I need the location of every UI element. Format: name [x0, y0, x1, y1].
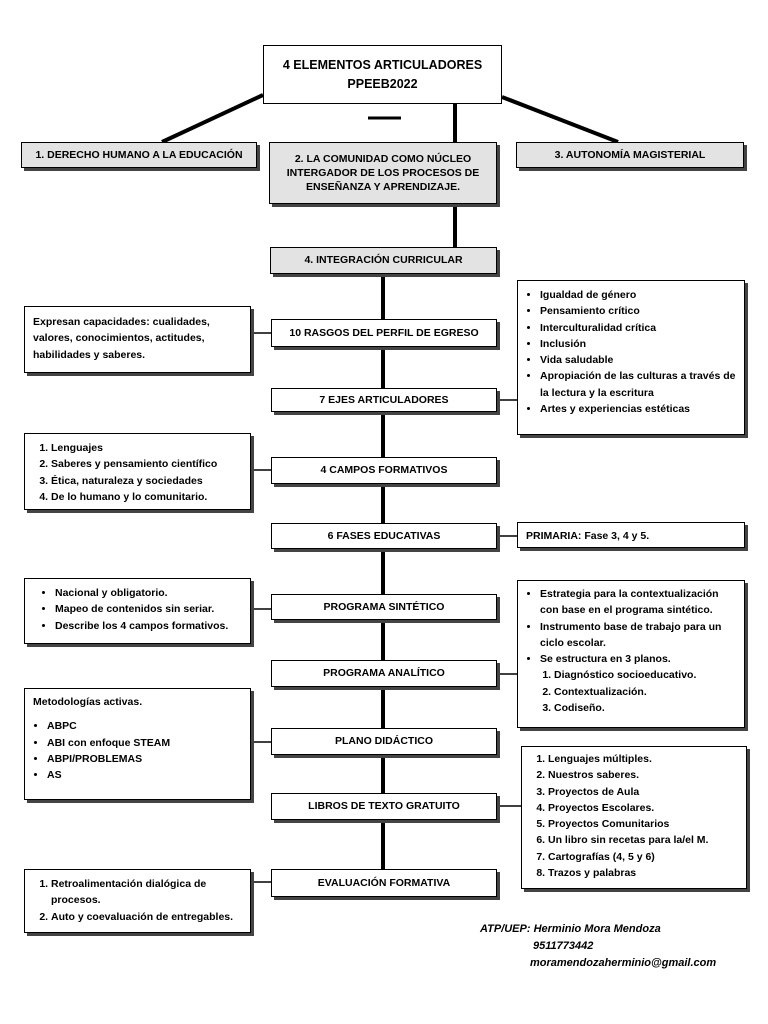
- element-integracion-label: 4. INTEGRACIÓN CURRICULAR: [304, 254, 463, 267]
- list-item: Auto y coevaluación de entregables.: [51, 909, 242, 925]
- list-item: Mapeo de contenidos sin seriar.: [55, 601, 242, 617]
- element-derecho-humano-label: 1. DERECHO HUMANO A LA EDUCACIÓN: [35, 148, 243, 161]
- spine-campos-formativos-label: 4 CAMPOS FORMATIVOS: [320, 464, 448, 477]
- element-autonomia: 3. AUTONOMÍA MAGISTERIAL: [516, 142, 744, 168]
- list-item: ABPI/PROBLEMAS: [47, 751, 242, 767]
- element-derecho-humano: 1. DERECHO HUMANO A LA EDUCACIÓN: [21, 142, 257, 168]
- list-item: Vida saludable: [540, 352, 736, 368]
- list-item: Interculturalidad crítica: [540, 320, 736, 336]
- spine-fases-educativas: 6 FASES EDUCATIVAS: [271, 523, 497, 549]
- spine-libros-texto: LIBROS DE TEXTO GRATUITO: [271, 793, 497, 820]
- note-fases-text: PRIMARIA: Fase 3, 4 y 5.: [526, 530, 650, 542]
- list-item: De lo humano y lo comunitario.: [51, 489, 242, 505]
- spine-rasgos-perfil-label: 10 RASGOS DEL PERFIL DE EGRESO: [289, 326, 479, 339]
- element-comunidad: 2. LA COMUNIDAD COMO NÚCLEO INTERGADOR D…: [269, 142, 497, 204]
- note-ejes: Igualdad de género Pensamiento crítico I…: [517, 280, 745, 435]
- note-analitico-planos: Diagnóstico socioeducativo. Contextualiz…: [526, 667, 736, 716]
- author-name: ATP/UEP: Herminio Mora Mendoza: [480, 923, 661, 935]
- note-ejes-list: Igualdad de género Pensamiento crítico I…: [526, 287, 736, 417]
- note-rasgos: Expresan capacidades: cualidades, valore…: [24, 306, 251, 373]
- spine-rasgos-perfil: 10 RASGOS DEL PERFIL DE EGRESO: [271, 319, 497, 347]
- spine-ejes-articuladores: 7 EJES ARTICULADORES: [271, 388, 497, 412]
- list-item: Contextualización.: [554, 684, 736, 700]
- list-item: Proyectos Escolares.: [548, 800, 738, 816]
- list-item: Ética, naturaleza y sociedades: [51, 473, 242, 489]
- note-sintetico: Nacional y obligatorio. Mapeo de conteni…: [24, 578, 251, 644]
- note-metodologias-heading: Metodologías activas.: [33, 696, 143, 708]
- list-item: Lenguajes: [51, 440, 242, 456]
- list-item: Cartografías (4, 5 y 6): [548, 849, 738, 865]
- element-autonomia-label: 3. AUTONOMÍA MAGISTERIAL: [554, 148, 706, 161]
- note-rasgos-text: Expresan capacidades: cualidades, valore…: [33, 316, 210, 361]
- note-fases: PRIMARIA: Fase 3, 4 y 5.: [517, 522, 745, 548]
- note-metodologias-list: ABPC ABI con enfoque STEAM ABPI/PROBLEMA…: [33, 718, 242, 783]
- list-item: AS: [47, 767, 242, 783]
- spine-campos-formativos: 4 CAMPOS FORMATIVOS: [271, 457, 497, 484]
- spine-programa-analitico: PROGRAMA ANALÍTICO: [271, 660, 497, 687]
- spine-plano-didactico-label: PLANO DIDÁCTICO: [335, 735, 433, 748]
- note-libros-list: Lenguajes múltiples. Nuestros saberes. P…: [530, 751, 738, 881]
- author-phone: 9511773442: [533, 940, 594, 953]
- list-item: Nuestros saberes.: [548, 767, 738, 783]
- list-item: Lenguajes múltiples.: [548, 751, 738, 767]
- note-evaluacion: Retroalimentación dialógica de procesos.…: [24, 869, 251, 933]
- list-item: Trazos y palabras: [548, 865, 738, 881]
- spine-programa-sintetico: PROGRAMA SINTÉTICO: [271, 594, 497, 620]
- spine-libros-texto-label: LIBROS DE TEXTO GRATUITO: [308, 800, 460, 813]
- element-comunidad-label: 2. LA COMUNIDAD COMO NÚCLEO INTERGADOR D…: [286, 152, 480, 194]
- list-item: Diagnóstico socioeducativo.: [554, 667, 736, 683]
- note-evaluacion-list: Retroalimentación dialógica de procesos.…: [33, 876, 242, 925]
- list-item: Instrumento base de trabajo para un cicl…: [540, 619, 736, 652]
- list-item: Se estructura en 3 planos.: [540, 651, 736, 667]
- note-analitico-list: Estrategia para la contextualización con…: [526, 586, 736, 667]
- spine-evaluacion-formativa: EVALUACIÓN FORMATIVA: [271, 869, 497, 897]
- spine-fases-educativas-label: 6 FASES EDUCATIVAS: [327, 529, 441, 542]
- author-credit: ATP/UEP: Herminio Mora Mendoza 951177344…: [480, 921, 716, 972]
- note-campos: Lenguajes Saberes y pensamiento científi…: [24, 433, 251, 510]
- list-item: Inclusión: [540, 336, 736, 352]
- title-line1: 4 ELEMENTOS ARTICULADORES: [282, 57, 483, 72]
- list-item: Apropiación de las culturas a través de …: [540, 368, 736, 401]
- spine-ejes-articuladores-label: 7 EJES ARTICULADORES: [319, 393, 449, 406]
- spine-plano-didactico: PLANO DIDÁCTICO: [271, 728, 497, 755]
- spine-programa-sintetico-label: PROGRAMA SINTÉTICO: [323, 600, 445, 613]
- list-item: Describe los 4 campos formativos.: [55, 618, 242, 634]
- list-item: Artes y experiencias estéticas: [540, 401, 736, 417]
- list-item: Proyectos de Aula: [548, 784, 738, 800]
- note-libros: Lenguajes múltiples. Nuestros saberes. P…: [521, 746, 747, 889]
- list-item: Saberes y pensamiento científico: [51, 456, 242, 472]
- list-item: Igualdad de género: [540, 287, 736, 303]
- title-line2: PPEEB2022: [347, 76, 418, 91]
- spine-evaluacion-formativa-label: EVALUACIÓN FORMATIVA: [317, 876, 451, 889]
- author-email: moramendozaherminio@gmail.com: [530, 957, 717, 970]
- list-item: Estrategia para la contextualización con…: [540, 586, 736, 619]
- connector-title-left: [161, 93, 264, 144]
- note-metodologias: Metodologías activas. ABPC ABI con enfoq…: [24, 688, 251, 800]
- spine-programa-analitico-label: PROGRAMA ANALÍTICO: [323, 667, 445, 680]
- list-item: Proyectos Comunitarios: [548, 816, 738, 832]
- list-item: Nacional y obligatorio.: [55, 585, 242, 601]
- list-item: Un libro sin recetas para la/el M.: [548, 832, 738, 848]
- list-item: Retroalimentación dialógica de procesos.: [51, 876, 242, 909]
- element-integracion: 4. INTEGRACIÓN CURRICULAR: [270, 247, 497, 274]
- list-item: ABPC: [47, 718, 242, 734]
- list-item: Pensamiento crítico: [540, 303, 736, 319]
- note-campos-list: Lenguajes Saberes y pensamiento científi…: [33, 440, 242, 505]
- list-item: Codiseño.: [554, 700, 736, 716]
- note-sintetico-list: Nacional y obligatorio. Mapeo de conteni…: [33, 585, 242, 634]
- list-item: ABI con enfoque STEAM: [47, 735, 242, 751]
- connector-title-right: [501, 95, 619, 144]
- note-analitico: Estrategia para la contextualización con…: [517, 580, 745, 728]
- title-box: 4 ELEMENTOS ARTICULADORES PPEEB2022: [263, 45, 502, 104]
